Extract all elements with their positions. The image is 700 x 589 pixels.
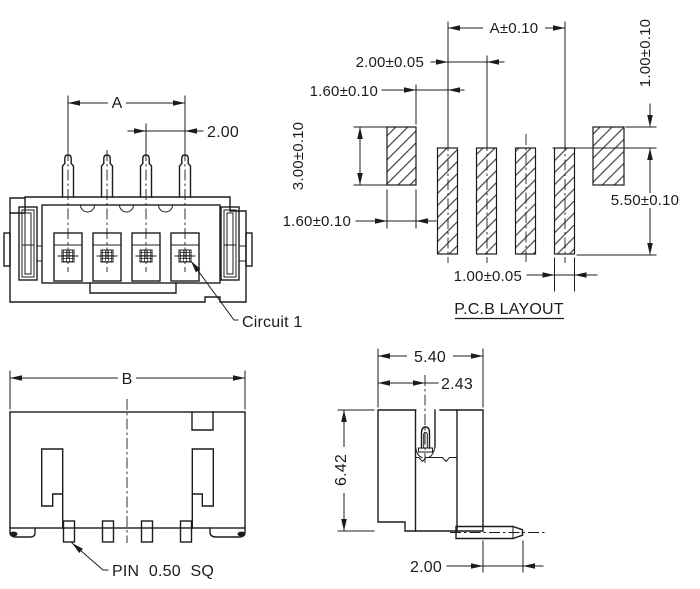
side-ear-right xyxy=(245,232,253,267)
pcb-layout-view: A±0.10 2.00±0.05 1.60±0.10 3.00±0.10 1.6… xyxy=(283,19,693,320)
dimension-edge-to-pad: 1.60±0.10 xyxy=(310,83,465,100)
dimension-width: 5.40 xyxy=(377,348,484,366)
pcb-pad-4 xyxy=(553,147,576,255)
solder-pin xyxy=(450,525,547,540)
dimension-top-offset: 1.00±0.10 xyxy=(637,19,654,128)
side-view: 5.40 2.43 6.42 xyxy=(332,348,547,576)
fitting-nail-slot-right xyxy=(220,206,247,281)
extension-lines xyxy=(337,348,524,573)
housing-outline xyxy=(377,409,484,532)
dim-label: 1.00±0.05 xyxy=(454,268,522,285)
mounting-foot-right xyxy=(209,527,246,538)
nail-pad-left xyxy=(386,126,417,186)
top-notch xyxy=(191,411,214,431)
contact-pins xyxy=(57,249,196,263)
pcb-layout-title: P.C.B LAYOUT xyxy=(454,301,564,320)
pin-centerlines xyxy=(67,150,186,272)
dim-label: 5.40 xyxy=(414,349,446,366)
cavity-outline xyxy=(41,204,221,284)
dim-label-a: A xyxy=(112,95,123,112)
dimension-pattern-height: 5.50±0.10 xyxy=(598,147,693,256)
dim-label: 1.00±0.10 xyxy=(637,19,654,87)
dim-label: 1.60±0.10 xyxy=(283,213,351,230)
dim-label: 2.00±0.05 xyxy=(356,54,424,71)
dimension-span-a: A±0.10 xyxy=(447,20,566,37)
corner-step xyxy=(9,197,26,214)
latch-right xyxy=(191,448,214,529)
dimension-pitch: 2.00 xyxy=(127,124,239,141)
dimension-height: 6.42 xyxy=(332,409,350,532)
housing-outline xyxy=(9,196,247,303)
dim-label-b: B xyxy=(122,371,133,388)
dim-label: 2.43 xyxy=(441,376,473,393)
mating-pin xyxy=(418,426,433,453)
pcb-pad-1 xyxy=(436,147,459,255)
through-pins xyxy=(62,520,193,543)
circuit-1-callout: Circuit 1 xyxy=(190,260,302,331)
dim-label: A±0.10 xyxy=(490,20,539,37)
pcb-pad-3 xyxy=(514,147,537,255)
dimension-center-offset: 2.43 xyxy=(377,376,473,393)
cavity-tray xyxy=(89,282,177,294)
housing-outline xyxy=(9,411,246,529)
contact-blocks xyxy=(53,232,200,282)
dimension-span-a: A xyxy=(67,94,186,112)
dim-label: 2.00 xyxy=(410,559,442,576)
dim-label: 1.60±0.10 xyxy=(310,83,378,100)
extension-lines xyxy=(67,95,186,151)
fitting-nail-slot-left xyxy=(18,206,43,281)
pin-label: PIN 0.50 SQ xyxy=(112,563,214,580)
latch-left xyxy=(41,448,64,529)
dimension-width-b: B xyxy=(9,370,246,388)
solder-pins xyxy=(61,154,192,198)
dim-label: 3.00±0.10 xyxy=(290,122,307,190)
rear-view: B PIN 0.50 SQ xyxy=(9,370,246,580)
dimension-pin-length: 2.00 xyxy=(410,559,544,576)
dimension-nail-width: 1.60±0.10 xyxy=(283,213,437,230)
polarizing-notches xyxy=(79,204,174,213)
title-text: P.C.B LAYOUT xyxy=(454,301,563,318)
dimension-pitch: 2.00±0.05 xyxy=(356,54,505,71)
dim-label: 5.50±0.10 xyxy=(611,192,679,209)
nail-pad-right xyxy=(592,126,625,186)
pad-centerlines xyxy=(447,134,566,263)
circuit-1-label: Circuit 1 xyxy=(242,314,302,331)
pin-callout: PIN 0.50 SQ xyxy=(71,542,214,580)
dimension-nail-height: 3.00±0.10 xyxy=(290,122,363,190)
dimension-pad-width: 1.00±0.05 xyxy=(454,268,598,285)
mounting-foot-left xyxy=(9,527,36,538)
front-view: A 2.00 xyxy=(3,94,302,331)
dim-label: 6.42 xyxy=(333,454,350,486)
dim-label-pitch: 2.00 xyxy=(207,124,239,141)
side-ear-left xyxy=(3,232,11,267)
pcb-pad-2 xyxy=(475,147,498,255)
